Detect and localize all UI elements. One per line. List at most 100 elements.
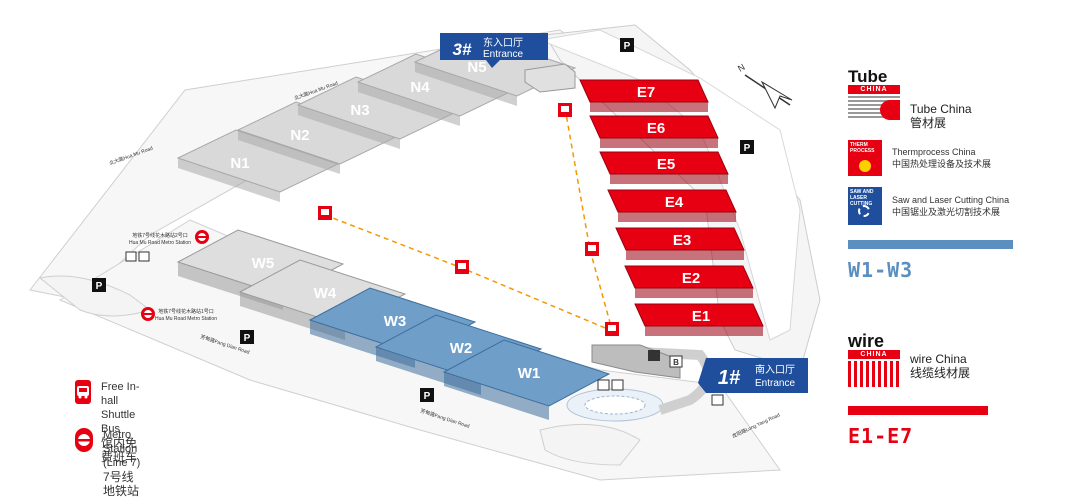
south-entrance-sign: 1# 南入口厅 Entrance	[698, 358, 808, 393]
tube-china-cn: 管材展	[910, 116, 947, 130]
east-entrance-number: 3#	[453, 40, 472, 59]
parking-icon: P	[92, 278, 106, 292]
metro-huamu-en: Hua Mu Road Metro Station	[129, 240, 191, 246]
transport-markers	[125, 251, 724, 406]
wire-logo-word: wire	[848, 331, 885, 351]
tube-china-brand: Tube CHINA Tube China 管材展	[848, 68, 1038, 130]
tube-range-divider	[848, 240, 1013, 249]
hall-e4: E4	[607, 189, 737, 222]
saw-blade-icon	[858, 205, 870, 217]
parking-icon: P	[420, 388, 434, 402]
tube-china-en: Tube China	[910, 102, 972, 116]
shuttle-bus-icon	[605, 322, 619, 336]
parking-markers: P P P P P	[92, 38, 754, 402]
saw-laser-cn: 中国锯业及激光切割技术展	[892, 207, 1001, 217]
hall-n4: N4	[356, 53, 520, 126]
bus-stop-label: B	[673, 358, 679, 367]
thermprocess-cn: 中国热处理设备及技术展	[892, 159, 992, 169]
hall-w4-label: W4	[314, 285, 337, 302]
parking-icon: P	[740, 140, 754, 154]
svg-text:P: P	[96, 281, 103, 292]
saw-laser-logo: SAW AND LASER CUTTING	[848, 187, 882, 225]
wire-china-logo: wire CHINA	[848, 332, 900, 387]
shuttle-bus-icon	[558, 103, 572, 117]
svg-text:P: P	[244, 333, 251, 344]
hall-n2: N2	[236, 101, 400, 174]
hall-e1-label: E1	[692, 308, 710, 325]
tube-china-logo: Tube CHINA	[848, 68, 900, 120]
hall-n3-label: N3	[350, 102, 369, 119]
hall-e4-label: E4	[665, 194, 684, 211]
svg-text:P: P	[744, 143, 751, 154]
hall-n1-label: N1	[230, 155, 249, 172]
south-entrance-building: B	[591, 344, 683, 379]
hall-e5: E5	[599, 151, 729, 184]
hall-w2-label: W2	[450, 340, 473, 357]
metro-station-icon	[75, 428, 93, 452]
hall-e6-label: E6	[647, 120, 665, 137]
tube-logo-word: Tube	[848, 67, 888, 86]
legend-shuttle: Free In-hall Shuttle Bus 馆内免费班车	[75, 380, 143, 464]
east-entrance-sign: 3# 东入口厅 Entrance	[440, 33, 548, 68]
shuttle-bus-icon	[455, 260, 469, 274]
wire-logo-sub: CHINA	[848, 350, 900, 359]
hall-w3-label: W3	[384, 313, 407, 330]
compass-north-label: N	[736, 62, 747, 74]
hall-e6: E6	[589, 115, 719, 148]
metro-huamu2-en: Hua Mu Road Metro Station	[155, 316, 217, 322]
shuttle-bus-icon	[75, 380, 91, 404]
east-entrance-cn: 东入口厅	[483, 36, 523, 49]
east-entrance-en: Entrance	[483, 49, 523, 60]
south-entrance-cn: 南入口厅	[755, 363, 795, 376]
tube-logo-sub: CHINA	[848, 85, 900, 94]
hall-n1: N1	[176, 129, 340, 202]
hall-e1: E1	[634, 303, 764, 336]
hall-e7-label: E7	[637, 84, 655, 101]
metro-station-icon	[141, 307, 155, 321]
metro-station-icon	[195, 230, 209, 244]
hall-e7: E7	[579, 79, 709, 112]
hall-e2: E2	[624, 265, 754, 298]
legend-metro-en: Metro Station (Line 7)	[103, 429, 141, 469]
metro-markers: 地铁7号线花木路站2号口 Hua Mu Road Metro Station 地…	[129, 230, 217, 322]
hall-e3: E3	[615, 227, 745, 260]
hall-n2-label: N2	[290, 127, 309, 144]
east-entrance-building	[524, 63, 576, 93]
south-entrance-en: Entrance	[755, 378, 795, 389]
svg-text:P: P	[424, 391, 431, 402]
legend-shuttle-en: Free In-hall Shuttle Bus	[101, 381, 140, 435]
svg-text:P: P	[624, 41, 631, 52]
hall-w1-label: W1	[518, 365, 541, 382]
thermprocess-brand: THERM PROCESS Thermprocess China 中国热处理设备…	[848, 140, 1048, 176]
legend-metro: Metro Station (Line 7) 7号线地铁站	[75, 428, 143, 498]
wire-hall-range: E1-E7	[848, 424, 914, 448]
parking-icon: P	[240, 330, 254, 344]
shuttle-bus-icon	[318, 206, 332, 220]
hall-e2-label: E2	[682, 270, 700, 287]
legend-metro-cn: 7号线地铁站	[103, 470, 140, 498]
wire-china-brand: wire CHINA wire China 线缆线材展	[848, 332, 1048, 387]
metro-huamu-cn: 地铁7号线花木路站2号口	[132, 232, 188, 239]
wire-china-en: wire China	[910, 352, 967, 366]
hall-w1: W1	[442, 339, 611, 420]
wire-china-cn: 线缆线材展	[910, 366, 971, 380]
thermprocess-logo: THERM PROCESS	[848, 140, 882, 176]
metro-huamu2-cn: 地铁7号线花木路站1号口	[158, 308, 214, 315]
shuttle-bus-icon	[585, 242, 599, 256]
tube-hall-range: W1-W3	[848, 258, 914, 282]
hall-w5-label: W5	[252, 255, 275, 272]
legend-shuttle-cn: 馆内免费班车	[101, 436, 138, 464]
hall-n4-label: N4	[410, 79, 430, 96]
parking-icon: P	[620, 38, 634, 52]
wire-range-divider	[848, 406, 988, 415]
hall-n5-label: N5	[467, 59, 486, 76]
compass: N	[736, 62, 793, 110]
thermprocess-en: Thermprocess China	[892, 147, 976, 157]
hall-e3-label: E3	[673, 232, 691, 249]
shuttle-stops	[318, 103, 619, 336]
hall-e5-label: E5	[657, 156, 675, 173]
saw-laser-en: Saw and Laser Cutting China	[892, 195, 1010, 205]
